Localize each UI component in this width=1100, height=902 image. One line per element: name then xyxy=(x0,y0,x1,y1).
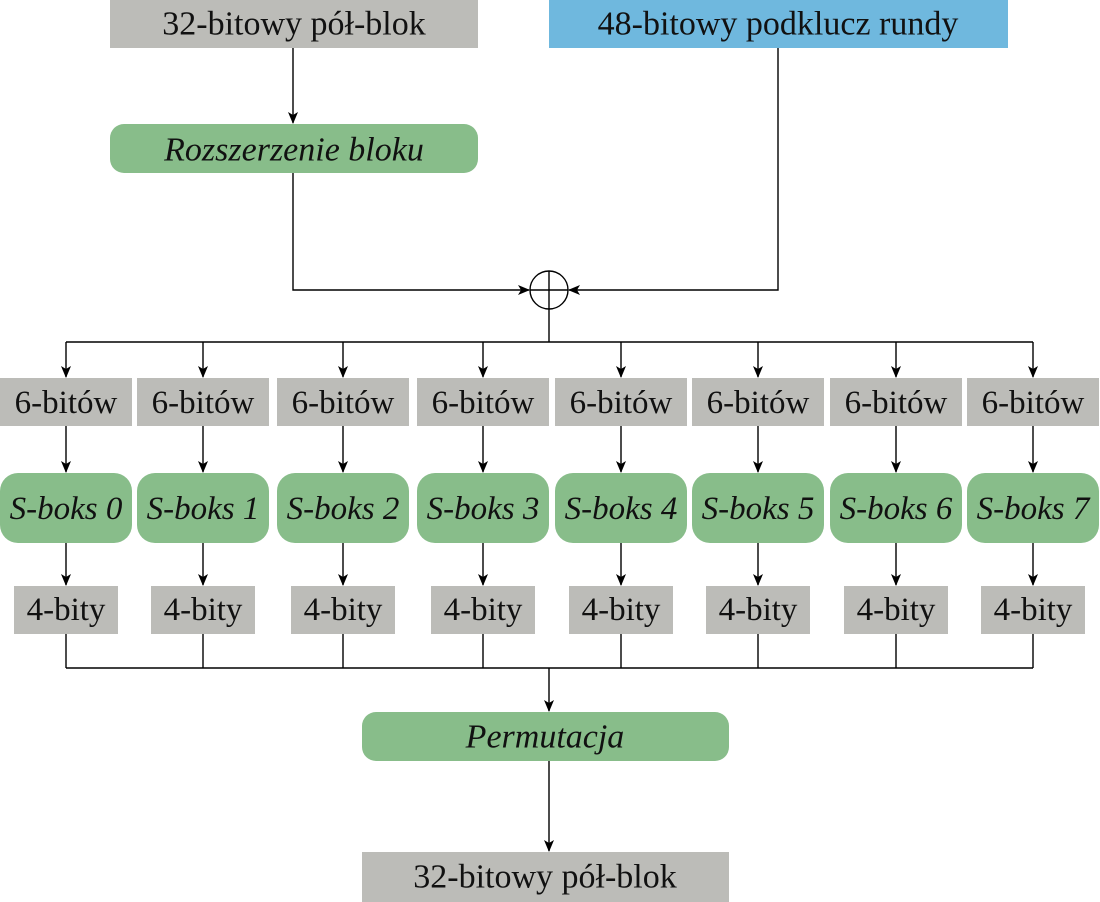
input-half-block-node: 32-bitowy pół-blok xyxy=(110,0,478,48)
four-bit-label: 4-bity xyxy=(164,592,243,628)
four-bit-label: 4-bity xyxy=(994,592,1073,628)
sbox-label: S-boks 7 xyxy=(977,491,1091,527)
sbox-label: S-boks 2 xyxy=(287,491,400,527)
four-bit-label: 4-bity xyxy=(857,592,936,628)
four-bit-label: 4-bity xyxy=(444,592,523,628)
xor-operator xyxy=(529,270,569,310)
input-half-block-label: 32-bitowy pół-blok xyxy=(162,6,425,43)
sbox-label: S-boks 5 xyxy=(702,491,815,527)
sbox-label: S-boks 1 xyxy=(147,491,260,527)
permutation-box xyxy=(362,712,729,761)
output-half-block-label: 32-bitowy pół-blok xyxy=(413,859,676,896)
sbox-label: S-boks 3 xyxy=(427,491,540,527)
sbox-box xyxy=(137,473,269,543)
subkey-to-xor-arrow xyxy=(568,48,779,295)
four-bit-box xyxy=(291,586,395,634)
six-bit-label: 6-bitów xyxy=(152,385,255,421)
four-bit-box xyxy=(706,586,810,634)
six-bit-box xyxy=(692,378,824,426)
six-bit-label: 6-bitów xyxy=(845,385,948,421)
six-bit-box xyxy=(830,378,962,426)
six-bit-box xyxy=(137,378,269,426)
four-bit-box xyxy=(569,586,673,634)
expansion-to-xor-arrow xyxy=(292,173,530,295)
sbox-box xyxy=(417,473,549,543)
sbox-label: S-boks 4 xyxy=(565,491,678,527)
six-bit-label: 6-bitów xyxy=(982,385,1085,421)
six-bit-label: 6-bitów xyxy=(707,385,810,421)
permutation-label: Permutacja xyxy=(465,719,625,756)
round-subkey-node: 48-bitowy podklucz rundy xyxy=(549,0,1008,48)
four-bit-label: 4-bity xyxy=(304,592,383,628)
six-bit-box xyxy=(967,378,1099,426)
six-bit-box xyxy=(0,378,132,426)
four-bit-box xyxy=(981,586,1085,634)
six-bit-label: 6-bitów xyxy=(15,385,118,421)
six-bit-label: 6-bitów xyxy=(292,385,395,421)
four-bit-box xyxy=(431,586,535,634)
four-bit-box xyxy=(14,586,118,634)
sbox-box xyxy=(277,473,409,543)
six-bit-label: 6-bitów xyxy=(432,385,535,421)
four-bit-box xyxy=(844,586,948,634)
permutation-node: Permutacja xyxy=(362,712,729,761)
sbox-box xyxy=(830,473,962,543)
sbox-box xyxy=(555,473,687,543)
four-bit-label: 4-bity xyxy=(719,592,798,628)
six-bit-box xyxy=(555,378,687,426)
six-bit-box xyxy=(277,378,409,426)
sbox-box xyxy=(967,473,1099,543)
sbox-box xyxy=(0,473,132,543)
sbox-label: S-boks 0 xyxy=(10,491,123,527)
expansion-node: Rozszerzenie bloku xyxy=(110,124,478,173)
expansion-box xyxy=(110,124,478,173)
round-subkey-box xyxy=(549,0,1008,48)
output-half-block-box xyxy=(362,852,729,902)
round-subkey-label: 48-bitowy podklucz rundy xyxy=(598,6,959,43)
four-bit-box xyxy=(151,586,255,634)
sbox-label: S-boks 6 xyxy=(840,491,953,527)
output-half-block-node: 32-bitowy pół-blok xyxy=(362,852,729,902)
four-bit-label: 4-bity xyxy=(582,592,661,628)
sbox-box xyxy=(692,473,824,543)
four-bit-label: 4-bity xyxy=(27,592,106,628)
six-bit-label: 6-bitów xyxy=(570,385,673,421)
expansion-label: Rozszerzenie bloku xyxy=(163,132,424,169)
six-bit-box xyxy=(417,378,549,426)
input-half-block-box xyxy=(110,0,478,48)
